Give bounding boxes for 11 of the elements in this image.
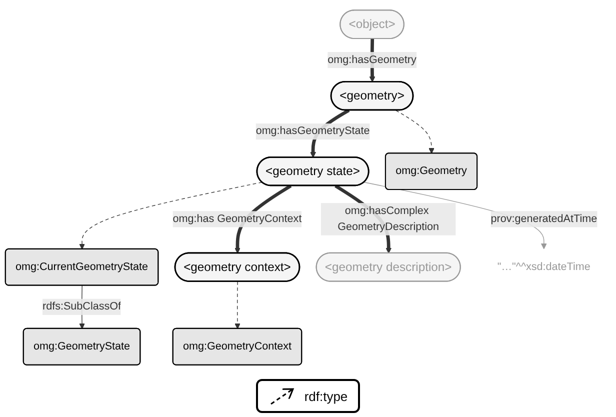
edge-label: omg:hasGeometryState <box>256 125 370 137</box>
arrow <box>79 182 262 250</box>
node-text: "…"^^xsd:dateTime <box>497 261 590 272</box>
edge-label: omg:has GeometryContext <box>172 213 302 225</box>
edge-label: omg:hasGeometry <box>328 54 416 66</box>
edge-label: prov:generatedAtTime <box>490 213 598 225</box>
arrow <box>234 281 240 330</box>
arrow <box>396 110 434 154</box>
edge-label: rdfs:SubClassOf <box>42 300 122 312</box>
edge-label: omg:hasComplex GeometryDescription <box>338 205 440 233</box>
legend-label: rdf:type <box>304 388 348 404</box>
